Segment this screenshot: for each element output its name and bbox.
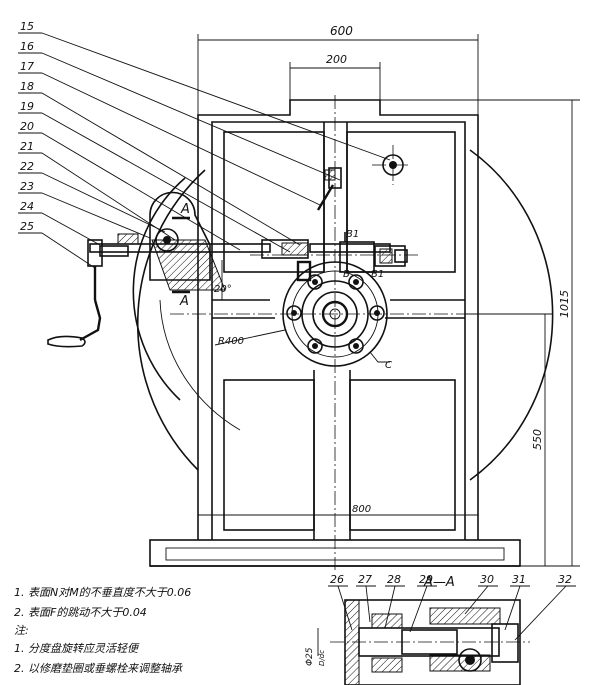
section-view-aa: A—A Φ25 D/dc (305, 575, 530, 685)
part-number-25: 25 (20, 220, 34, 233)
part-leader-23 (41, 192, 151, 239)
angle-label: 20° (214, 284, 232, 295)
section-mark-top: A (180, 202, 190, 217)
surface-c-leader (369, 351, 390, 363)
radius-leader (214, 329, 286, 346)
dim-1015: 1015 (558, 290, 571, 318)
part-leader-22 (41, 172, 166, 233)
requirement-2: 2. 表面F的跳动不大于0.04 (14, 606, 147, 619)
dim-800: 800 (352, 504, 371, 515)
section-part-28: 28 (387, 573, 401, 586)
dim-600: 600 (330, 24, 353, 38)
part-leader-21 (41, 152, 176, 241)
section-callouts: 26 27 28 29 30 31 32 (328, 573, 576, 641)
part-leader-15 (41, 32, 391, 161)
top-dimensions: 600 200 (197, 24, 479, 115)
section-leader-31 (504, 585, 521, 631)
section-leader-27 (365, 585, 371, 623)
part-number-18: 18 (20, 80, 34, 93)
note-2: 2. 以修磨垫圈或垂螺栓来调整轴承 (14, 662, 182, 675)
part-number-17: 17 (20, 60, 34, 73)
part-leader-24 (41, 212, 101, 246)
top-stud (382, 154, 404, 176)
section-leader-28 (384, 585, 396, 629)
section-part-27: 27 (358, 573, 372, 586)
crank-handle (47, 239, 103, 348)
notes-heading: 注: (14, 624, 29, 637)
part-number-22: 22 (20, 160, 34, 173)
part-leader-19 (41, 112, 291, 253)
technical-notes: 1. 表面N对M的不垂直度不大于0.06 2. 表面F的跳动不大于0.04 注:… (14, 583, 344, 679)
requirement-1: 1. 表面N对M的不垂直度不大于0.06 (14, 586, 192, 599)
section-leader-29 (409, 585, 428, 633)
section-leader-32 (514, 585, 567, 641)
center-hub (282, 261, 388, 367)
right-dimensions: 1015 550 (380, 99, 580, 567)
frame (197, 99, 479, 540)
part-leader-17 (41, 72, 321, 206)
dim-550: 550 (531, 429, 544, 450)
section-markers: A A 20° (172, 202, 232, 309)
part-number-19: 19 (20, 100, 34, 113)
section-part-31: 31 (512, 573, 526, 586)
part-number-16: 16 (20, 40, 34, 53)
part-number-24: 24 (20, 200, 34, 213)
dim-200: 200 (326, 53, 347, 66)
part-number-15: 15 (20, 20, 34, 33)
tolerance-dim: D/dc (318, 650, 326, 666)
hub-bolts (286, 274, 385, 354)
left-bracket (99, 191, 226, 291)
part-number-23: 23 (20, 180, 34, 193)
part-leader-20 (41, 132, 241, 251)
section-leader-30 (464, 585, 489, 615)
surface-b1-label-2: B1 (371, 269, 384, 280)
note-1: 1. 分度盘旋转应灵活轻便 (14, 642, 138, 655)
center-lines (170, 95, 480, 570)
lock-lever (316, 167, 342, 211)
surface-c-label: C (385, 360, 392, 371)
part-leader-18 (41, 92, 301, 246)
part-number-20: 20 (20, 120, 34, 133)
surface-b1-label: B1 (346, 229, 359, 240)
section-part-32: 32 (558, 573, 572, 586)
section-mark-bottom: A (179, 294, 189, 309)
section-leader-26 (337, 585, 353, 631)
part-callouts: 15 16 17 18 19 20 21 22 23 24 25 (18, 20, 391, 269)
radius-label: R400 (218, 336, 244, 347)
part-leader-25 (41, 232, 96, 269)
base-dimension: 800 (198, 504, 478, 516)
section-part-26: 26 (330, 573, 344, 586)
section-part-30: 30 (480, 573, 494, 586)
section-part-29: 29 (419, 573, 433, 586)
part-leader-16 (41, 52, 341, 181)
bore-dim: Φ25 (305, 647, 315, 666)
surface-b-label: B (343, 269, 350, 280)
part-number-21: 21 (20, 140, 34, 153)
